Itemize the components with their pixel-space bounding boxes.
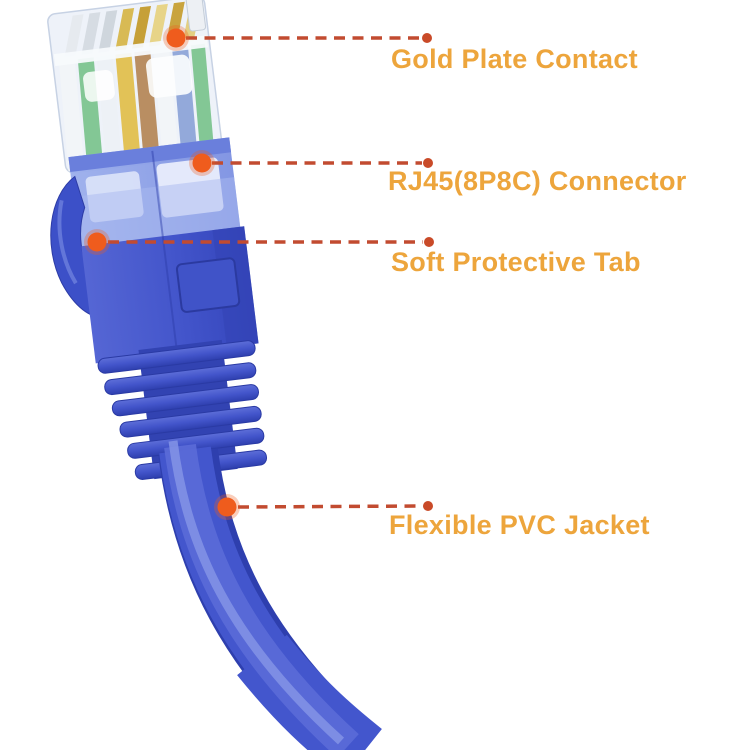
callout-soft-protective-tab (84, 229, 434, 255)
callout-label-soft-protective-tab: Soft Protective Tab (391, 247, 641, 277)
pvc-cable (158, 440, 382, 750)
upper-boot-edge (68, 137, 232, 173)
pin (98, 10, 118, 53)
wire-brown (134, 50, 160, 162)
cable-highlight (168, 440, 345, 745)
callout-label-flexible-pvc-jacket: Flexible PVC Jacket (389, 510, 650, 540)
callout-flexible-pvc-jacket (214, 494, 433, 520)
callout-dot (166, 28, 186, 48)
rib-fin (104, 362, 257, 396)
callout-end-dot (423, 501, 433, 511)
rib-fin (111, 384, 259, 417)
callout-label-gold-plate-contact: Gold Plate Contact (391, 44, 638, 74)
wire-yellow (115, 52, 141, 165)
boot-light-band (73, 177, 241, 249)
wire-white (58, 59, 85, 172)
strain-relief-ribs (97, 339, 268, 480)
rj45-connector-assembly (47, 0, 268, 480)
wire-green (190, 43, 215, 156)
callout-rj45-connector (189, 150, 433, 176)
callout-dot (87, 232, 107, 252)
body-notch (175, 257, 241, 313)
pin (64, 14, 84, 57)
rib-fin (97, 340, 256, 374)
metal-clip (185, 0, 207, 32)
body-seam (151, 150, 179, 354)
callout-end-dot (423, 158, 433, 168)
callout-dot (217, 497, 237, 517)
gold-pin (115, 8, 135, 51)
latch-tab-highlight (57, 199, 78, 285)
plastic-highlight (83, 69, 115, 102)
callout-line (237, 504, 423, 509)
callout-dot (192, 153, 212, 173)
connector-body (81, 150, 259, 364)
callout-end-dot (422, 33, 432, 43)
pin (81, 12, 101, 55)
gold-pin (132, 5, 152, 49)
rib-fin (119, 405, 262, 438)
callout-label-rj45-connector: RJ45(8P8C) Connector (388, 166, 687, 196)
callout-gold-plate-contact (163, 25, 432, 51)
plastic-highlight (145, 54, 193, 98)
callout-end-dot (424, 237, 434, 247)
gold-pin (148, 3, 168, 47)
